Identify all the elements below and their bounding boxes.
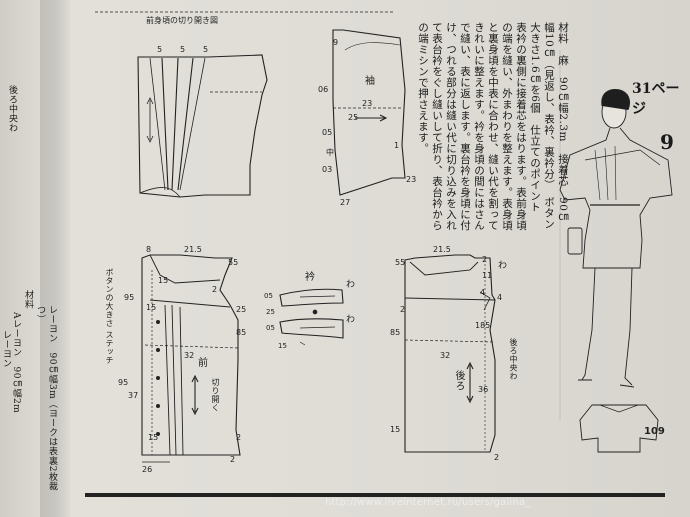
front-label: 前 bbox=[198, 358, 208, 369]
front-number: 32 bbox=[184, 351, 194, 360]
sleeve-number: 23 bbox=[362, 99, 372, 108]
button-stitch-label: ボタンの大きさ ステッチ bbox=[105, 268, 114, 365]
front-number: 95 bbox=[124, 293, 134, 302]
back-number: 85 bbox=[390, 328, 400, 337]
front-number: 2 bbox=[212, 285, 217, 294]
sleeve-label: 袖 bbox=[365, 76, 375, 87]
page-fold-shadow bbox=[40, 0, 70, 517]
instructions-text: 材料 麻 90㎝幅2.3m 接着芯 90㎝幅10㎝（見返し、表衿、裏衿分） ボタ… bbox=[417, 22, 569, 241]
front-number: 85 bbox=[236, 328, 246, 337]
sleeve-number: 1 bbox=[394, 141, 399, 150]
slash-number: 5 bbox=[203, 45, 208, 54]
sleeve-number: 9 bbox=[333, 38, 338, 47]
front-number: 37 bbox=[128, 391, 138, 400]
back-number: 2 bbox=[400, 305, 405, 314]
sleeve-pattern bbox=[332, 29, 406, 196]
fashion-illustration bbox=[559, 89, 673, 453]
left-materials-line3: レーヨン bbox=[1, 330, 11, 368]
collar-number: 05 bbox=[264, 292, 273, 300]
back-number: 4 bbox=[497, 293, 502, 302]
back-number: 55 bbox=[395, 258, 405, 267]
slash-spread-diagram bbox=[137, 54, 268, 198]
left-materials-line1: レーヨン 90㎝幅3m（ヨークは表裏2枚裁つ） bbox=[35, 305, 57, 491]
left-materials-heading: 材料 bbox=[23, 290, 33, 309]
back-number: 4 bbox=[480, 288, 485, 297]
page-number-value: 9 bbox=[660, 130, 674, 154]
collar-label: 衿 bbox=[305, 272, 315, 283]
slash-diagram-title: 前身頃の切り開き図 bbox=[146, 16, 218, 25]
front-number: 55 bbox=[228, 258, 238, 267]
sleeve-number: 03 bbox=[322, 165, 332, 174]
sleeve-number: 06 bbox=[318, 85, 328, 94]
back-number: 2 bbox=[482, 255, 487, 264]
back-number: 36 bbox=[478, 385, 488, 394]
slash-number: 5 bbox=[157, 45, 162, 54]
back-number: 21.5 bbox=[433, 245, 451, 254]
front-number: 15 bbox=[158, 276, 168, 285]
collar-number: 25 bbox=[266, 308, 275, 316]
back-bodice-pattern bbox=[404, 254, 496, 453]
left-materials-line2: Aレーヨン 90㎝幅2m bbox=[11, 312, 21, 414]
back-number: 2 bbox=[494, 453, 499, 462]
corner-number: 109 bbox=[644, 426, 665, 437]
back-number: 15 bbox=[390, 425, 400, 434]
sleeve-number: 27 bbox=[340, 198, 350, 207]
front-number: 95 bbox=[118, 378, 128, 387]
front-number: 25 bbox=[236, 305, 246, 314]
collar-pattern bbox=[279, 288, 344, 346]
sleeve-number: 23 bbox=[406, 175, 416, 184]
back-number: 185 bbox=[475, 321, 490, 330]
back-number: 11 bbox=[482, 271, 492, 280]
front-number: 2 bbox=[230, 455, 235, 464]
back-center-label: 後ろ中央わ bbox=[509, 338, 518, 381]
collar-fold-mark: わ bbox=[346, 279, 355, 290]
sleeve-number: 05 bbox=[322, 128, 332, 137]
left-fragment-back-center: 後ろ中央わ bbox=[7, 85, 17, 133]
back-fold-mark: わ bbox=[498, 260, 507, 271]
page-number-label: 31ページ bbox=[632, 81, 680, 117]
slash-number: 5 bbox=[180, 45, 185, 54]
front-number: 21.5 bbox=[184, 245, 202, 254]
sleeve-number: 25 bbox=[348, 113, 358, 122]
sleeve-number: 中 bbox=[326, 147, 334, 157]
front-number: 2 bbox=[236, 433, 241, 442]
front-bodice-pattern bbox=[141, 254, 241, 463]
front-number: 8 bbox=[146, 245, 151, 254]
collar-number: 15 bbox=[278, 342, 287, 350]
back-number: 32 bbox=[440, 351, 450, 360]
front-number: 15 bbox=[146, 303, 156, 312]
slash-open-label: 切り開く bbox=[211, 378, 220, 412]
collar-fold-mark: わ bbox=[346, 314, 355, 325]
front-number: 15 bbox=[148, 433, 158, 442]
footer-url[interactable]: http://www.liveinternet.ru/users/galina_ bbox=[325, 497, 531, 508]
collar-number: 05 bbox=[266, 324, 275, 332]
front-number: 26 bbox=[142, 465, 152, 474]
back-label: 後ろ bbox=[453, 370, 464, 391]
